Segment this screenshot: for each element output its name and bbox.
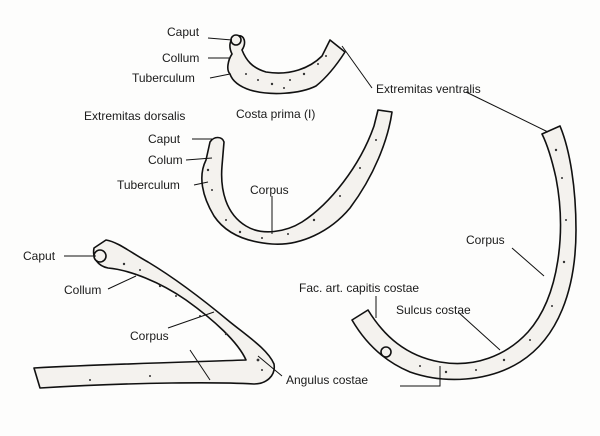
rib2-corpus-label: Corpus <box>250 183 289 197</box>
rib2-tuberculum-label: Tuberculum <box>117 178 180 192</box>
second-rib <box>201 109 393 245</box>
first-rib-head <box>230 34 242 46</box>
extremitas-ventralis-label: Extremitas ventralis <box>376 82 481 96</box>
rib4-corpus-label: Corpus <box>466 233 505 247</box>
labels: Caput Collum Tuberculum Costa prima (I) … <box>23 25 505 387</box>
rib2-caput-label: Caput <box>148 132 181 146</box>
rib1-tuberculum-label: Tuberculum <box>132 71 195 85</box>
rib1-title-label: Costa prima (I) <box>236 107 315 121</box>
rib3-corpus-label: Corpus <box>130 329 169 343</box>
sulcus-costae-label: Sulcus costae <box>396 303 471 317</box>
fac-art-capitis-costae-label: Fac. art. capitis costae <box>299 281 419 295</box>
fourth-rib-facet <box>380 346 392 358</box>
angulus-costae-label: Angulus costae <box>286 373 368 387</box>
rib2-colum-label: Colum <box>148 153 183 167</box>
rib1-collum-label: Collum <box>162 51 199 65</box>
extremitas-dorsalis-label: Extremitas dorsalis <box>84 109 185 123</box>
first-rib <box>227 34 346 95</box>
rib3-caput-label: Caput <box>23 249 56 263</box>
rib1-caput-label: Caput <box>167 25 200 39</box>
rib3-collum-label: Collum <box>64 283 101 297</box>
third-rib <box>33 239 276 389</box>
fourth-rib <box>351 125 577 381</box>
leader-lines <box>64 37 549 387</box>
